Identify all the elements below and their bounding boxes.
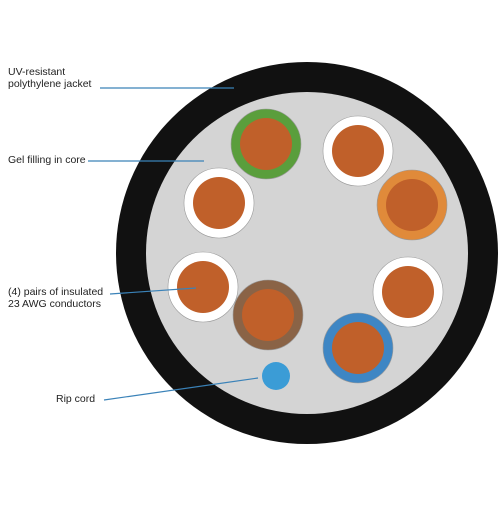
conductor-copper-core [332, 125, 384, 177]
conductors-label-line1: (4) pairs of insulated [8, 286, 104, 298]
conductor-white [183, 167, 255, 239]
conductors-leader-line [109, 287, 197, 295]
conductors-label: (4) pairs of insulated 23 AWG conductors [8, 286, 103, 310]
gel-label-text: Gel filling in core [8, 154, 86, 166]
conductor-green [230, 108, 302, 180]
conductor-white [322, 115, 394, 187]
ripcord-leader-line [103, 377, 259, 401]
ripcord-label-text: Rip cord [56, 393, 96, 405]
conductor-copper-core [332, 322, 384, 374]
conductor-white [372, 256, 444, 328]
conductor-copper-core [177, 261, 229, 313]
conductors-group [167, 108, 448, 384]
gel-label: Gel filling in core [8, 154, 86, 166]
conductor-orange [376, 169, 448, 241]
conductor-copper-core [242, 289, 294, 341]
conductor-blue [322, 312, 394, 384]
jacket-label-line2: polythylene jacket [8, 78, 92, 90]
conductor-brown [232, 279, 304, 351]
conductor-copper-core [240, 118, 292, 170]
jacket-label-line1: UV-resistant [8, 66, 66, 78]
ripcord-label: Rip cord [56, 393, 95, 405]
conductor-white [167, 251, 239, 323]
conductors-label-line2: 23 AWG conductors [8, 298, 101, 310]
jacket-label: UV-resistant polythylene jacket [8, 66, 91, 90]
conductor-copper-core [386, 179, 438, 231]
rip-cord [262, 362, 290, 390]
conductor-copper-core [382, 266, 434, 318]
conductor-copper-core [193, 177, 245, 229]
